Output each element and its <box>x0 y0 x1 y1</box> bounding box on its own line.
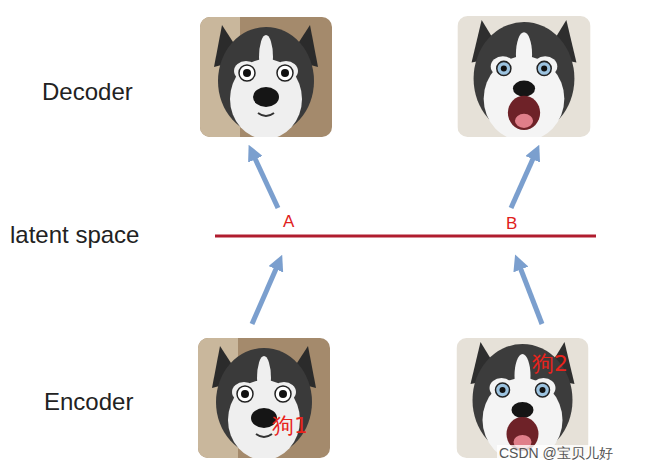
image-caption: 狗2 <box>532 352 568 376</box>
input-dog-photo <box>457 338 589 462</box>
decoded-dog-photo <box>200 17 332 139</box>
decode-arrow <box>252 152 278 208</box>
watermark: CSDN @宝贝儿好 <box>497 445 615 461</box>
point-label: A <box>283 212 294 232</box>
point-label: B <box>506 214 517 234</box>
input-dog-photo <box>198 338 330 460</box>
decode-arrow <box>511 152 536 208</box>
dog-image-tile: 狗1 <box>198 338 330 458</box>
latent-line <box>215 235 596 238</box>
section-label: Decoder <box>42 78 133 106</box>
decoded-dog-photo <box>457 16 590 141</box>
image-caption: 狗1 <box>272 414 308 438</box>
encode-arrow <box>518 262 542 324</box>
section-label: latent space <box>10 221 139 249</box>
encode-arrow <box>252 262 279 324</box>
section-label: Encoder <box>44 388 133 416</box>
dog-image-tile: 狗2 <box>455 338 590 458</box>
